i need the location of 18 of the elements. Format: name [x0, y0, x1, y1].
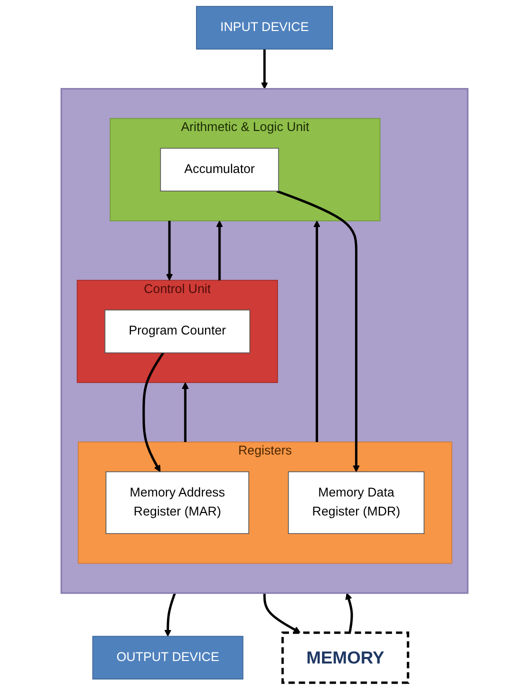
arrow [276, 190, 360, 472]
node-box: OUTPUT DEVICE [92, 636, 244, 680]
node-box: Accumulator [160, 148, 279, 192]
arrow [216, 220, 224, 280]
node-box: INPUT DEVICE [196, 6, 333, 50]
node-box: Memory Address Register (MAR) [106, 471, 250, 534]
arrow [166, 220, 173, 281]
node-box: MEMORY [281, 632, 410, 684]
cluster [60, 88, 468, 594]
arrow [164, 592, 176, 637]
arrow [182, 382, 189, 442]
node-box: Program Counter [104, 310, 250, 354]
arrow [261, 49, 268, 90]
arrow [313, 220, 320, 442]
arrow [142, 352, 164, 472]
arrow [263, 593, 301, 634]
arrow [345, 592, 353, 633]
node-box: Memory Data Register (MDR) [288, 471, 424, 534]
